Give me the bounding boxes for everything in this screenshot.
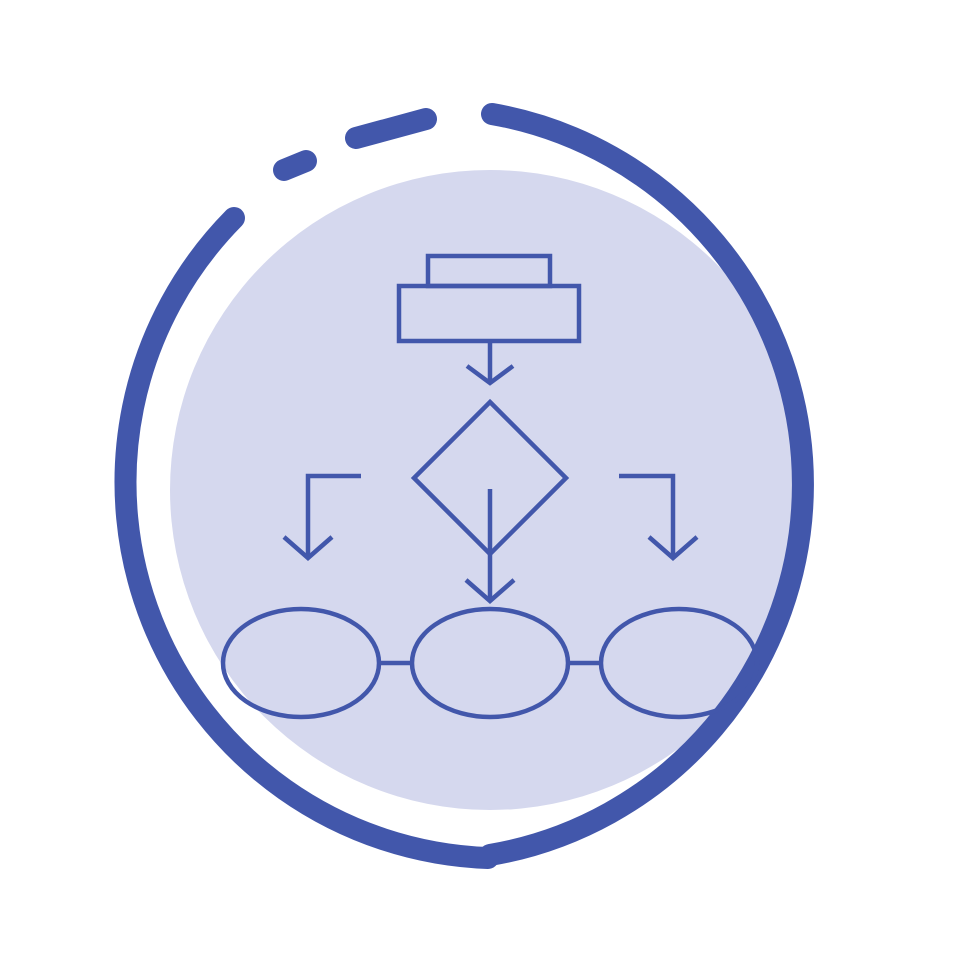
flowchart bbox=[220, 253, 760, 720]
arrow-right bbox=[619, 473, 676, 556]
outer-dashed-ring bbox=[114, 103, 814, 869]
arrow-center-head bbox=[464, 578, 516, 604]
ring-dash-short bbox=[273, 150, 317, 181]
ring-dash-long bbox=[345, 108, 437, 149]
arrow-to-decision-head bbox=[465, 364, 515, 386]
arrow-right-head bbox=[647, 535, 699, 561]
arrow-left bbox=[305, 473, 361, 556]
ring-arc-main bbox=[479, 103, 814, 866]
arrow-left-head bbox=[282, 535, 334, 561]
ring-arc-left bbox=[114, 207, 499, 869]
